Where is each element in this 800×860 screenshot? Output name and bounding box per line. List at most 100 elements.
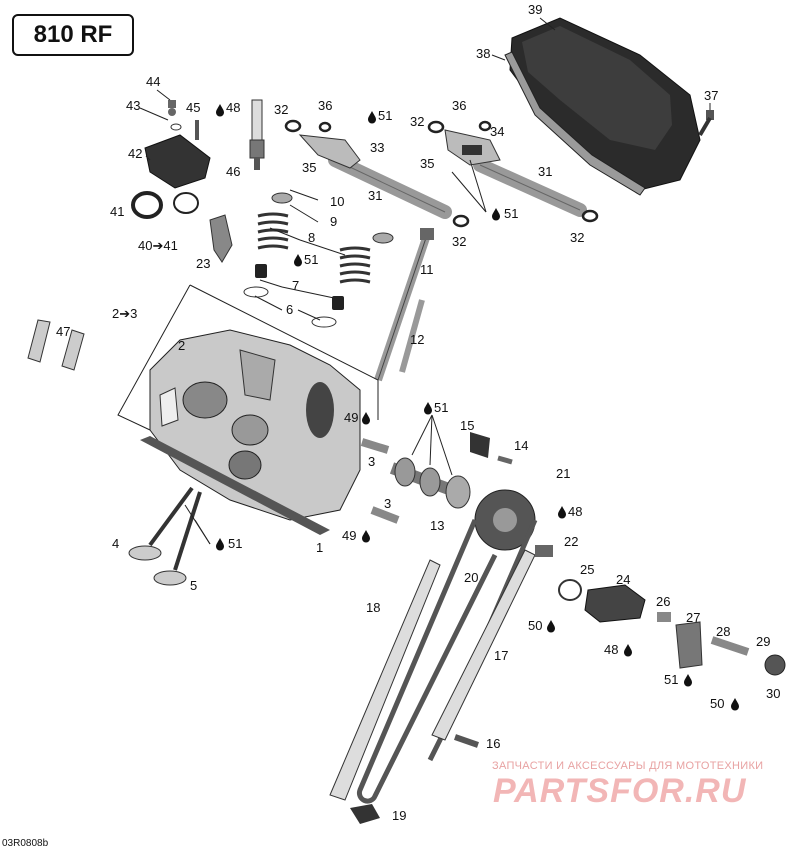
valve-springs [257, 212, 371, 284]
callout-36b: 36 [452, 98, 466, 113]
sensor-23 [209, 214, 233, 263]
callout-47: 47 [56, 324, 70, 339]
callout-32b: 32 [410, 114, 424, 129]
callout-31: 31 [368, 188, 382, 203]
oil-drop-icon [362, 530, 370, 543]
callout-44: 44 [146, 74, 160, 89]
pushrods [374, 228, 434, 382]
oil-drop-icon [684, 674, 692, 687]
oil-drop-icon [216, 538, 224, 551]
callout-28: 28 [716, 624, 730, 639]
callout-51f: 51 [664, 672, 678, 687]
oil-drop-icon [624, 644, 632, 657]
callout-41: 41 [110, 204, 124, 219]
callout-32: 32 [274, 102, 288, 117]
callout-48b: 48 [568, 504, 582, 519]
callout-51b: 51 [504, 206, 518, 221]
gaskets-41 [131, 191, 199, 219]
chain-guide-18 [329, 559, 441, 801]
callout-43: 43 [126, 98, 140, 113]
studs [360, 438, 400, 524]
callout-36: 36 [318, 98, 332, 113]
callout-51d: 51 [434, 400, 448, 415]
callout-23: 23 [196, 256, 210, 271]
oil-drop-icon [368, 111, 376, 124]
callout-2: 2 [178, 338, 185, 353]
chain-tensioner-17 [431, 549, 536, 741]
callout-14: 14 [514, 438, 528, 453]
callout-49: 49 [344, 410, 358, 425]
callout-20: 20 [464, 570, 478, 585]
rocker-shafts [298, 129, 587, 219]
figure-code: 03R0808b [2, 838, 49, 849]
oil-drop-icon [362, 412, 370, 425]
callout-37: 37 [704, 88, 718, 103]
callout-35b: 35 [420, 156, 434, 171]
callout-45: 45 [186, 100, 200, 115]
callout-1: 1 [316, 540, 323, 555]
callout-40-41: 40➔41 [138, 238, 178, 253]
bolt-22 [535, 545, 553, 557]
callout-25: 25 [580, 562, 594, 577]
valves [128, 486, 202, 586]
valve-cover [504, 17, 701, 196]
callout-46: 46 [226, 164, 240, 179]
callout-50b: 50 [710, 696, 724, 711]
callout-22: 22 [564, 534, 578, 549]
callout-24: 24 [616, 572, 630, 587]
callout-19: 19 [392, 808, 406, 823]
callout-49b: 49 [342, 528, 356, 543]
callout-50: 50 [528, 618, 542, 633]
callout-11: 11 [420, 262, 434, 277]
callout-51c: 51 [304, 252, 318, 267]
callout-48c: 48 [604, 642, 618, 657]
oil-drop-icon [492, 208, 500, 221]
callout-33: 33 [370, 140, 384, 155]
oil-drop-icon [216, 104, 224, 117]
callout-34: 34 [490, 124, 504, 139]
head-gasket [140, 436, 330, 535]
callout-labels: 39 38 37 44 43 45 48 32 36 51 32 36 34 4… [56, 2, 780, 823]
model-title: 810 RF [12, 14, 134, 56]
callout-5: 5 [190, 578, 197, 593]
oil-drop-icon [547, 620, 555, 633]
bracket-lines [117, 284, 379, 431]
callout-31b: 31 [538, 164, 552, 179]
callout-26: 26 [656, 594, 670, 609]
callout-6: 6 [286, 302, 293, 317]
callout-8: 8 [308, 230, 315, 245]
cover-bolt [698, 110, 714, 137]
tensioner-assembly [558, 579, 786, 676]
sprocket [474, 489, 536, 551]
valve-seals [255, 264, 344, 310]
oil-drop-icon [731, 698, 739, 711]
callout-3: 3 [368, 454, 375, 469]
callout-16: 16 [486, 736, 500, 751]
timing-chain [356, 519, 538, 804]
callout-3b: 3 [384, 496, 391, 511]
callout-4: 4 [112, 536, 119, 551]
spark-plug [249, 99, 265, 170]
callout-42: 42 [128, 146, 142, 161]
camshaft [389, 457, 471, 509]
callout-32c: 32 [452, 234, 466, 249]
callout-51: 51 [378, 108, 392, 123]
oil-drop-icon [294, 254, 302, 267]
valve-guides [27, 319, 85, 371]
callout-35: 35 [302, 160, 316, 175]
callout-12: 12 [410, 332, 424, 347]
callout-38: 38 [476, 46, 490, 61]
callout-30: 30 [766, 686, 780, 701]
callout-13: 13 [430, 518, 444, 533]
callout-18: 18 [366, 600, 380, 615]
callout-39: 39 [528, 2, 542, 17]
thermostat-housing [144, 100, 211, 189]
watermark-logo: PARTSFOR.RU [493, 772, 747, 810]
callout-9: 9 [330, 214, 337, 229]
callout-32d: 32 [570, 230, 584, 245]
callout-17: 17 [494, 648, 508, 663]
oil-drop-icon [558, 506, 566, 519]
watermark-caption: ЗАПЧАСТИ И АКСЕССУАРЫ ДЛЯ МОТОТЕХНИКИ [492, 760, 764, 772]
callout-15: 15 [460, 418, 474, 433]
